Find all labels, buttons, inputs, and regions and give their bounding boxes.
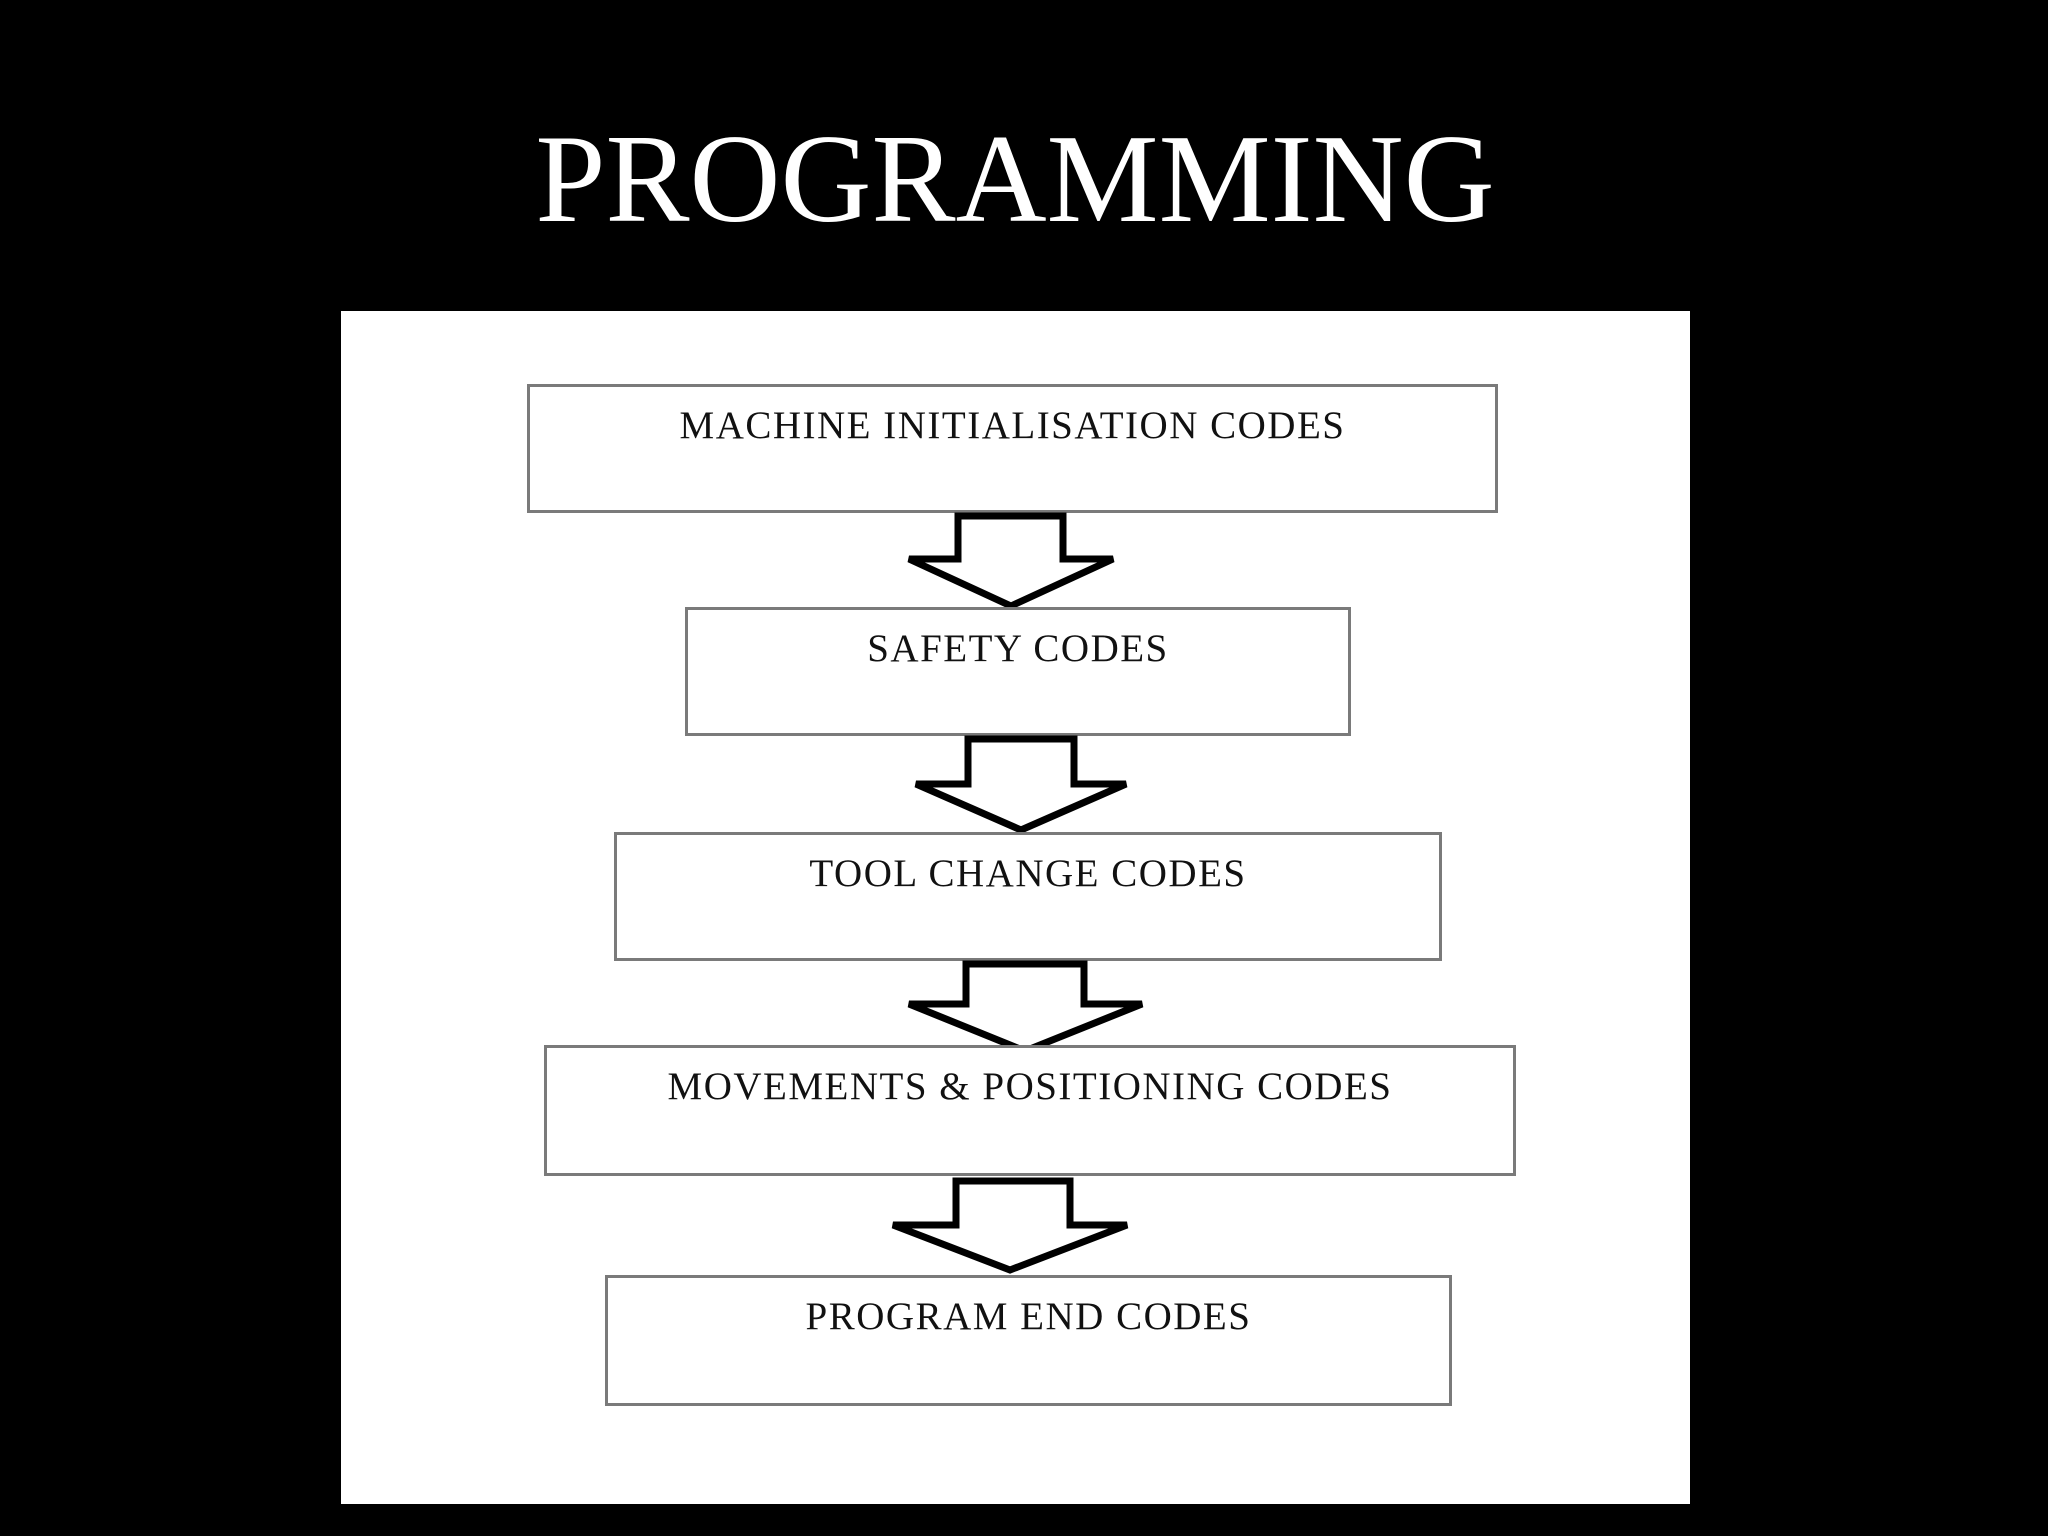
step-box-safety: SAFETY CODES xyxy=(685,607,1351,736)
step-box-machine-initialisation: MACHINE INITIALISATION CODES xyxy=(527,384,1498,513)
step-box-movements-positioning: MOVEMENTS & POSITIONING CODES xyxy=(544,1045,1516,1176)
step-label: TOOL CHANGE CODES xyxy=(809,852,1247,895)
step-box-tool-change: TOOL CHANGE CODES xyxy=(614,832,1442,961)
step-label: MOVEMENTS & POSITIONING CODES xyxy=(667,1065,1393,1108)
step-label: MACHINE INITIALISATION CODES xyxy=(679,404,1346,447)
down-block-arrow-icon xyxy=(907,960,1144,1055)
down-block-arrow-icon xyxy=(914,735,1128,834)
diagram-panel: MACHINE INITIALISATION CODES SAFETY CODE… xyxy=(341,311,1690,1504)
down-block-arrow-icon xyxy=(907,512,1115,610)
step-label: SAFETY CODES xyxy=(867,627,1169,670)
down-block-arrow-icon xyxy=(891,1177,1129,1274)
slide-title: PROGRAMMING xyxy=(535,110,1495,249)
step-label: PROGRAM END CODES xyxy=(805,1295,1252,1338)
step-box-program-end: PROGRAM END CODES xyxy=(605,1275,1452,1406)
